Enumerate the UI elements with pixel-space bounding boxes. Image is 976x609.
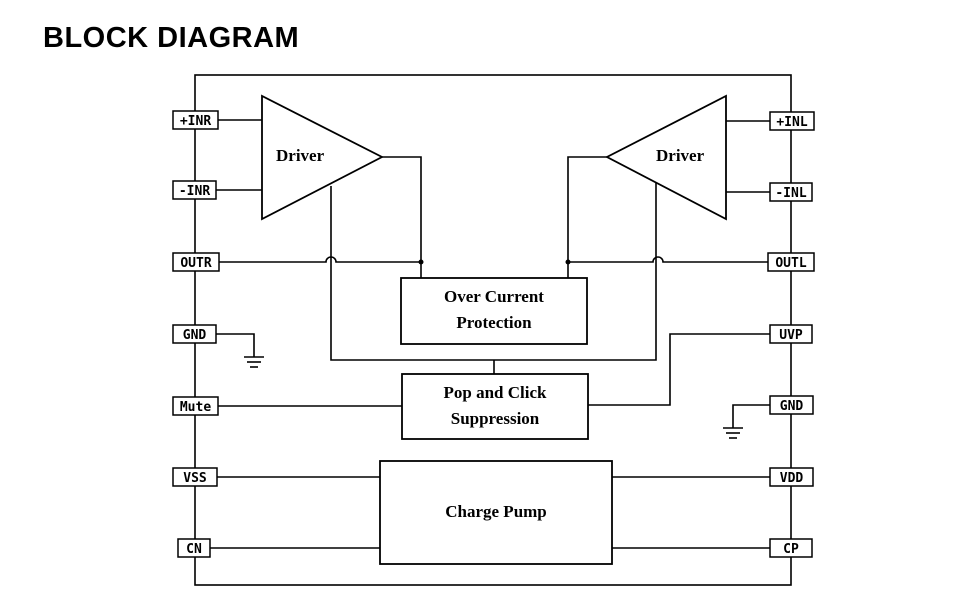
pin-cp: CP [769,538,813,558]
pin-gnd-left: GND [172,324,217,344]
svg-text:-INR: -INR [179,184,210,199]
ocp-label-line2: Protection [456,313,532,332]
junction-dot-left [418,259,424,265]
svg-text:GND: GND [780,399,804,414]
svg-text:-INL: -INL [775,186,806,201]
driver-left-label: Driver [276,146,325,165]
pin-outr: OUTR [172,252,220,272]
driver-right-label: Driver [656,146,705,165]
ocp-label-line1: Over Current [444,287,544,306]
wire-driver-left-output [382,156,422,262]
svg-text:GND: GND [183,328,207,343]
wire-gnd-left [216,333,255,357]
pop-click-suppression-block [401,373,589,440]
driver-right-triangle [605,94,727,221]
pin-inr-neg: -INR [172,180,217,200]
pop-label-line2: Suppression [451,409,540,428]
pin-inr-pos: +INR [172,110,219,130]
pin-vdd: VDD [769,467,814,487]
svg-text:CN: CN [186,542,202,557]
pin-mute: Mute [172,396,219,416]
pin-outl: OUTL [767,252,815,272]
svg-text:OUTL: OUTL [775,256,806,271]
over-current-protection-block [400,277,588,345]
svg-text:Mute: Mute [180,400,211,415]
pop-label-line1: Pop and Click [444,383,548,402]
pin-inl-pos: +INL [769,111,815,131]
wire-outr [219,256,421,263]
svg-text:VDD: VDD [780,471,804,486]
svg-text:+INL: +INL [776,115,807,130]
svg-text:OUTR: OUTR [180,256,211,271]
svg-text:+INR: +INR [180,114,211,129]
wire-uvp [588,333,770,406]
pin-gnd-right: GND [769,395,814,415]
page-title: BLOCK DIAGRAM [43,22,300,54]
svg-text:CP: CP [783,542,799,557]
wire-driver-right-output [567,156,607,262]
wires [210,119,770,549]
wire-gnd-right [732,404,770,428]
svg-text:VSS: VSS [183,471,207,486]
pin-uvp: UVP [769,324,813,344]
svg-text:UVP: UVP [779,328,803,343]
wire-outl [568,256,768,263]
pin-inl-neg: -INL [769,182,813,202]
pin-cn: CN [177,538,211,558]
ground-symbol-left [244,356,264,368]
junction-dot-right [565,259,571,265]
charge-pump-block [379,460,613,565]
pin-vss: VSS [172,467,218,487]
charge-pump-label: Charge Pump [445,502,547,521]
ground-symbol-right [723,427,743,439]
driver-left-triangle [261,94,384,221]
